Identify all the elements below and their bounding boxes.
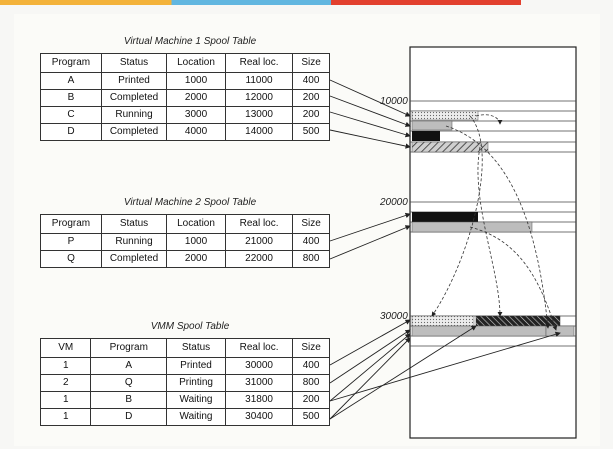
memory-column	[409, 46, 577, 439]
vmm-row-arrows	[329, 325, 561, 420]
table-cell: Running	[100, 106, 168, 124]
table-cell: 22000	[224, 250, 294, 268]
table-cell: Q	[40, 250, 102, 268]
memory-label-20000: 20000	[379, 197, 408, 208]
vm2-table-caption: Virtual Machine 2 Spool Table	[123, 197, 257, 208]
table-cell: Completed	[100, 123, 168, 141]
table-cell: D	[90, 408, 168, 426]
table-cell: 1	[39, 408, 92, 426]
table-cell: 30400	[224, 408, 294, 426]
top-accent-bar	[0, 0, 613, 5]
table-cell: 500	[292, 123, 330, 141]
block-vm1-d	[411, 141, 489, 153]
block-vmm-a	[411, 315, 475, 327]
table-to-memory-arrows	[329, 79, 411, 420]
block-vm1-a	[411, 110, 479, 121]
column-header: Size	[292, 53, 330, 73]
memory-label-10000: 10000	[380, 96, 408, 107]
block-vm2-p	[412, 212, 478, 222]
block-vmm-q	[411, 325, 547, 337]
table-cell: Completed	[100, 250, 168, 268]
table-cell: Completed	[100, 89, 168, 107]
vmm-table-caption: VMM Spool Table	[150, 321, 230, 332]
block-vmm-b	[545, 325, 575, 337]
table-cell: 4000	[166, 123, 226, 141]
table-cell: 800	[292, 250, 330, 268]
copy-arrows	[431, 114, 558, 331]
table-cell: 14000	[224, 123, 294, 141]
block-vm2-q	[411, 221, 533, 233]
vm1-table-caption: Virtual Machine 1 Spool Table	[123, 36, 257, 47]
table-cell: 11000	[224, 72, 294, 90]
column-header: VM	[39, 338, 92, 358]
block-vm1-c	[412, 131, 440, 141]
block-vm1-b	[411, 120, 453, 131]
table-cell: 500	[292, 408, 330, 426]
memory-label-30000: 30000	[380, 311, 408, 322]
